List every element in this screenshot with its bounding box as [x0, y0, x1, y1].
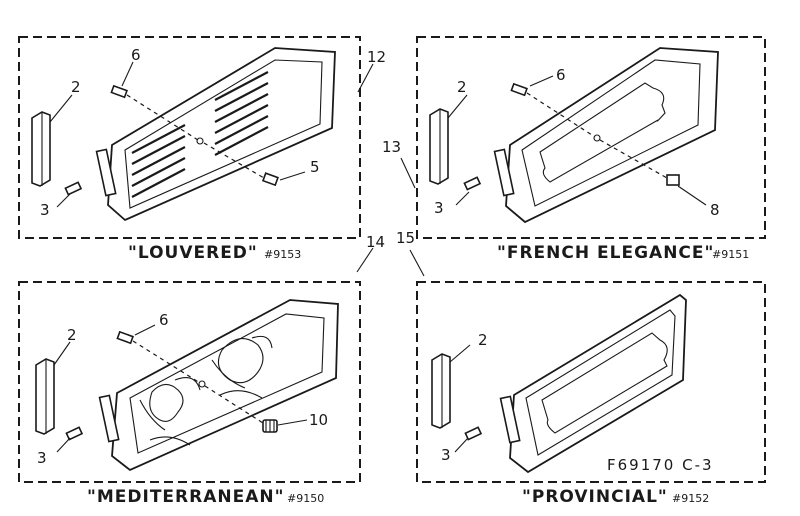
- pin-part: [464, 426, 483, 441]
- end-cap-part: [429, 108, 449, 185]
- callout-knob-mediterranean: 10: [309, 411, 328, 429]
- group-label-15: 15: [396, 229, 415, 247]
- group-label-14: 14: [366, 233, 385, 251]
- callout-pin-provincial: 3: [441, 446, 451, 464]
- callout-screw-bottom-louvered: 5: [310, 158, 320, 176]
- group-label-12: 12: [367, 48, 386, 66]
- callout-screw-top-french: 6: [556, 66, 566, 84]
- louvered-panel: [95, 47, 336, 222]
- panel-mediterranean: 2 3 6 10 "MEDITERRANEAN" #9150: [18, 281, 361, 507]
- mediterranean-panel: [98, 299, 339, 472]
- caption-mediterranean: "MEDITERRANEAN": [87, 487, 284, 507]
- callout-end-cap-provincial: 2: [478, 331, 488, 349]
- caption-provincial: "PROVINCIAL": [522, 487, 668, 507]
- screw-part-top: [510, 82, 528, 97]
- pin-part: [64, 181, 83, 196]
- reference-code: F69170 C-3: [607, 456, 714, 474]
- group-label-13: 13: [382, 138, 401, 156]
- model-french-elegance: #9151: [712, 248, 749, 261]
- model-provincial: #9152: [672, 492, 709, 505]
- panel-provincial-frame: [416, 281, 766, 483]
- group-labels: 12 13 14 15: [356, 48, 425, 277]
- french-elegance-panel: [493, 47, 719, 224]
- callout-screw-top-louvered: 6: [131, 46, 141, 64]
- callout-fastener-french: 8: [710, 201, 720, 219]
- model-mediterranean: #9150: [287, 492, 324, 505]
- callout-pin-louvered: 3: [40, 201, 50, 219]
- end-cap-part: [31, 111, 51, 187]
- callout-end-cap-mediterranean: 2: [67, 326, 77, 344]
- end-cap-part: [35, 358, 55, 435]
- louvers-right: [214, 71, 269, 156]
- panel-mediterranean-frame: [18, 281, 361, 483]
- pin-part: [463, 176, 482, 191]
- screw-part-bottom: [261, 172, 279, 187]
- panel-louvered: 2 3 6 5 "LOUVERED" #9153: [18, 36, 361, 263]
- screw-part-top: [110, 84, 128, 99]
- fastener-part: [666, 174, 680, 186]
- caption-louvered: "LOUVERED": [128, 243, 258, 263]
- callout-pin-mediterranean: 3: [37, 449, 47, 467]
- end-cap-part: [431, 353, 451, 429]
- panel-provincial: 2 3 F69170 C-3 "PROVINCIAL" #9152: [416, 281, 766, 507]
- callout-end-cap-louvered: 2: [71, 78, 81, 96]
- louvers-left: [131, 124, 186, 198]
- callout-end-cap-french: 2: [457, 78, 467, 96]
- panel-french-elegance: 2 3 6 8 "FRENCH ELEGANCE" #9151: [416, 36, 766, 263]
- callout-pin-french: 3: [434, 199, 444, 217]
- provincial-panel: [499, 293, 687, 474]
- caption-french-elegance: "FRENCH ELEGANCE": [497, 243, 714, 263]
- panel-french-elegance-frame: [416, 36, 766, 239]
- screw-part-top: [116, 330, 134, 345]
- knob-part: [262, 419, 278, 433]
- pin-part: [65, 426, 84, 441]
- callout-screw-top-mediterranean: 6: [159, 311, 169, 329]
- panel-louvered-frame: [18, 36, 361, 239]
- model-louvered: #9153: [264, 248, 301, 261]
